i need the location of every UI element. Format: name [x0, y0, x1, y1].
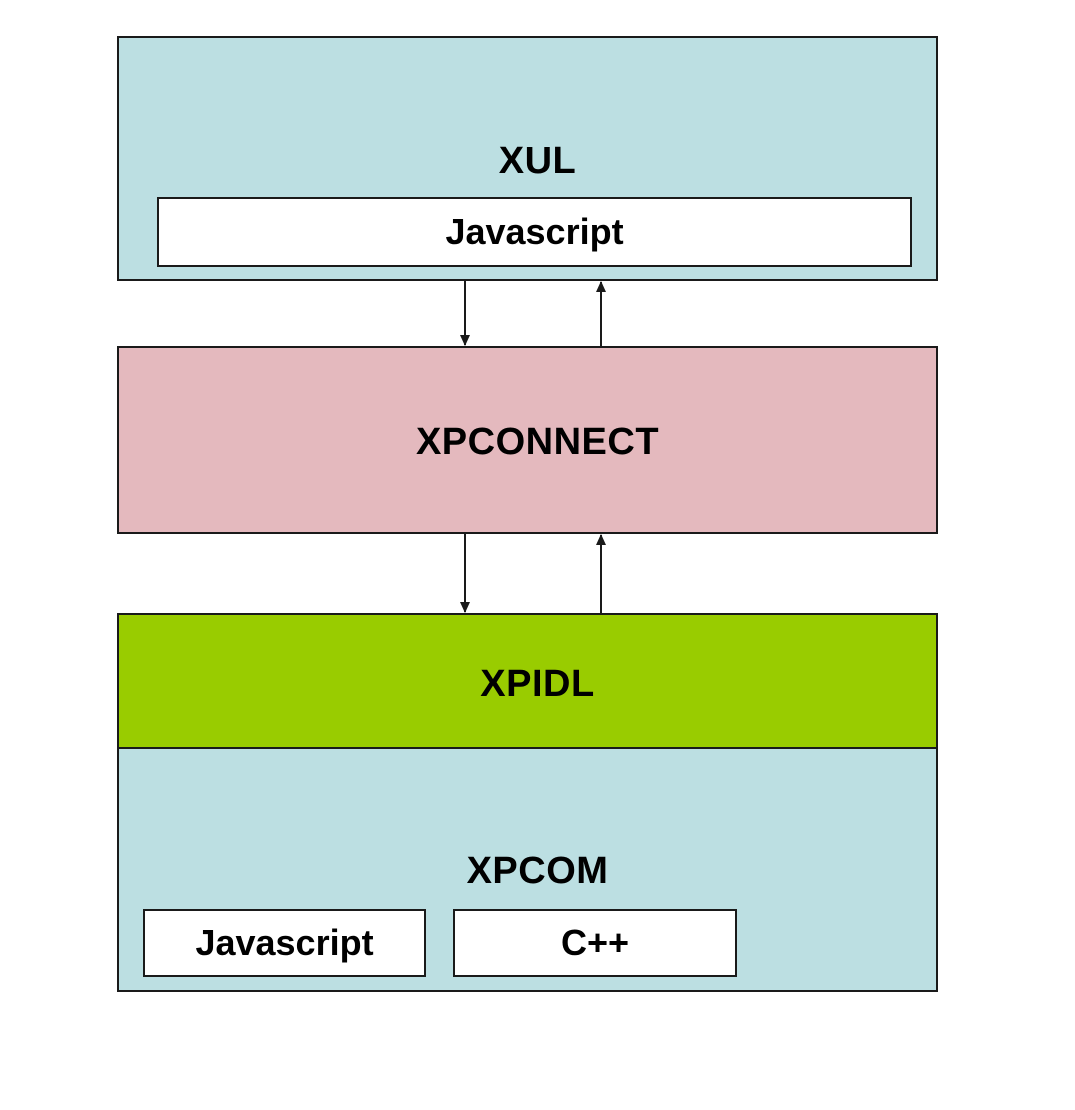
xpconnect-layer: [117, 346, 938, 534]
xul-title: XUL: [498, 140, 577, 182]
arrow-xpconnect-to-xpidl: [460, 534, 470, 613]
xul-javascript-box: Javascript: [157, 197, 912, 267]
arrow-xpconnect-to-xul: [596, 281, 606, 346]
xpidl-layer: [117, 613, 938, 749]
arrow-xpidl-to-xpconnect: [596, 534, 606, 613]
xpcom-javascript-box: Javascript: [143, 909, 426, 977]
xpidl-title: XPIDL: [480, 663, 595, 705]
xpcom-cpp-box: C++: [453, 909, 737, 977]
xpcom-title: XPCOM: [466, 850, 609, 892]
xpconnect-title: XPCONNECT: [415, 421, 660, 463]
arrow-xul-to-xpconnect: [460, 281, 470, 346]
